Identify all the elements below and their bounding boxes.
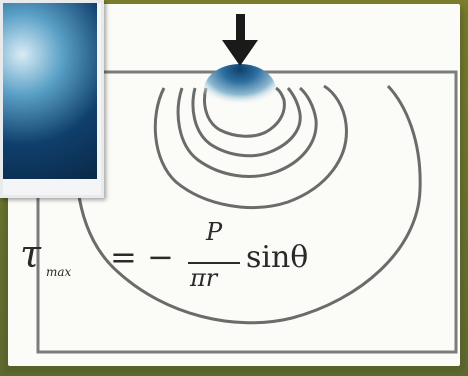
- stress-contour-outer: [74, 84, 422, 325]
- equation-equals: = −: [110, 238, 174, 276]
- fraction-bar: [188, 262, 240, 264]
- equation-numerator: P: [206, 218, 223, 246]
- equation-trailing: sinθ: [246, 240, 309, 275]
- stress-contour-3: [191, 87, 302, 158]
- stress-contour-2: [203, 86, 286, 138]
- stress-concentration-core: [204, 64, 276, 116]
- equation-subscript: max: [46, 265, 72, 279]
- equation-denominator: πr: [190, 264, 218, 292]
- max-shear-equation: τ max = − P πr sinθ: [20, 218, 350, 310]
- stress-contour-4: [176, 86, 318, 178]
- thumbnail-image: [0, 0, 104, 198]
- equation-lhs: τ: [20, 232, 42, 276]
- stress-contour-5: [153, 84, 348, 209]
- down-arrow-icon: [222, 14, 258, 66]
- thumbnail-photo: [3, 3, 97, 179]
